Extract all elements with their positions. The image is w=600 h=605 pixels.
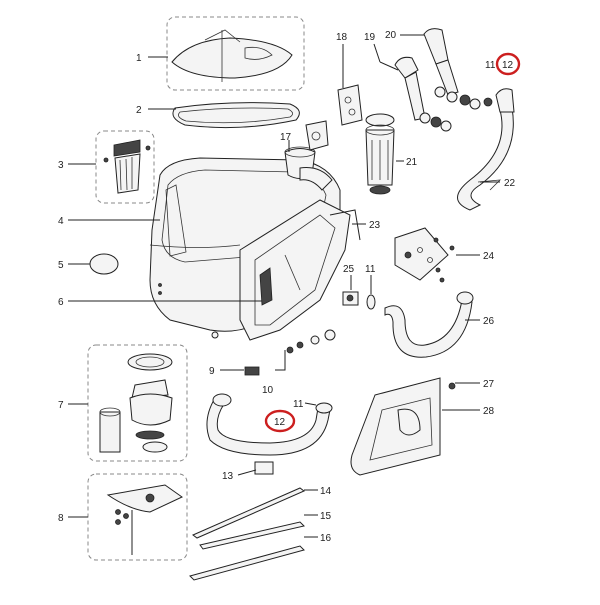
part-23-rod <box>329 209 361 241</box>
part-11-ring-mid <box>366 294 376 310</box>
label-21: 21 <box>406 157 418 168</box>
label-15: 15 <box>320 511 332 522</box>
highlight-circle-upper <box>495 52 521 76</box>
label-7: 7 <box>58 400 64 411</box>
part-13-bracket <box>254 461 274 475</box>
label-27: 27 <box>483 379 495 390</box>
label-11-mid: 11 <box>365 264 376 275</box>
label-6: 6 <box>58 297 64 308</box>
part-3-filter-basket <box>95 130 155 204</box>
part-10-fittings <box>286 329 336 354</box>
part-1-lid <box>166 16 305 91</box>
label-12-lower: 12 <box>274 417 286 428</box>
part-6-inner-frame <box>211 199 351 341</box>
part-28-side-panel <box>350 377 456 476</box>
label-19: 19 <box>364 32 376 43</box>
highlight-circle-lower <box>264 409 296 433</box>
part-9-clip <box>244 366 260 376</box>
label-14: 14 <box>320 486 332 497</box>
label-2: 2 <box>136 105 142 116</box>
label-28: 28 <box>483 406 495 417</box>
label-24: 24 <box>483 251 495 262</box>
part-11-12-u-hose <box>206 393 333 456</box>
label-1: 1 <box>136 53 142 64</box>
label-13: 13 <box>222 471 234 482</box>
part-7-motor <box>87 344 188 462</box>
part-2-gasket <box>172 102 300 129</box>
label-16: 16 <box>320 533 332 544</box>
part-5-cap <box>89 253 119 275</box>
part-8-base-plate <box>87 473 188 561</box>
part-17-fitting <box>284 146 333 191</box>
label-11-lower: 11 <box>293 399 304 410</box>
part-24-plate <box>394 227 455 283</box>
part-21-filter-cartridge <box>365 113 395 195</box>
label-9: 9 <box>209 366 215 377</box>
part-26-s-hose <box>384 291 474 358</box>
label-26: 26 <box>483 316 495 327</box>
label-4: 4 <box>58 216 64 227</box>
label-12-upper: 12 <box>502 60 514 71</box>
label-11-upper: 11 <box>485 60 496 71</box>
label-3: 3 <box>58 160 64 171</box>
label-8: 8 <box>58 513 64 524</box>
label-10: 10 <box>262 385 274 396</box>
label-20: 20 <box>385 30 397 41</box>
part-14-strip <box>192 487 305 539</box>
label-22: 22 <box>504 178 516 189</box>
part-15-strip <box>199 521 305 550</box>
label-18: 18 <box>336 32 348 43</box>
part-22-curved-hose <box>457 88 515 211</box>
part-25-fitting <box>342 291 359 306</box>
label-23: 23 <box>369 220 381 231</box>
label-17: 17 <box>280 132 292 143</box>
part-16-strip <box>189 545 305 581</box>
label-5: 5 <box>58 260 64 271</box>
part-19-20-hose-assembly <box>394 28 481 132</box>
label-25: 25 <box>343 264 355 275</box>
part-18-bracket <box>305 84 363 151</box>
